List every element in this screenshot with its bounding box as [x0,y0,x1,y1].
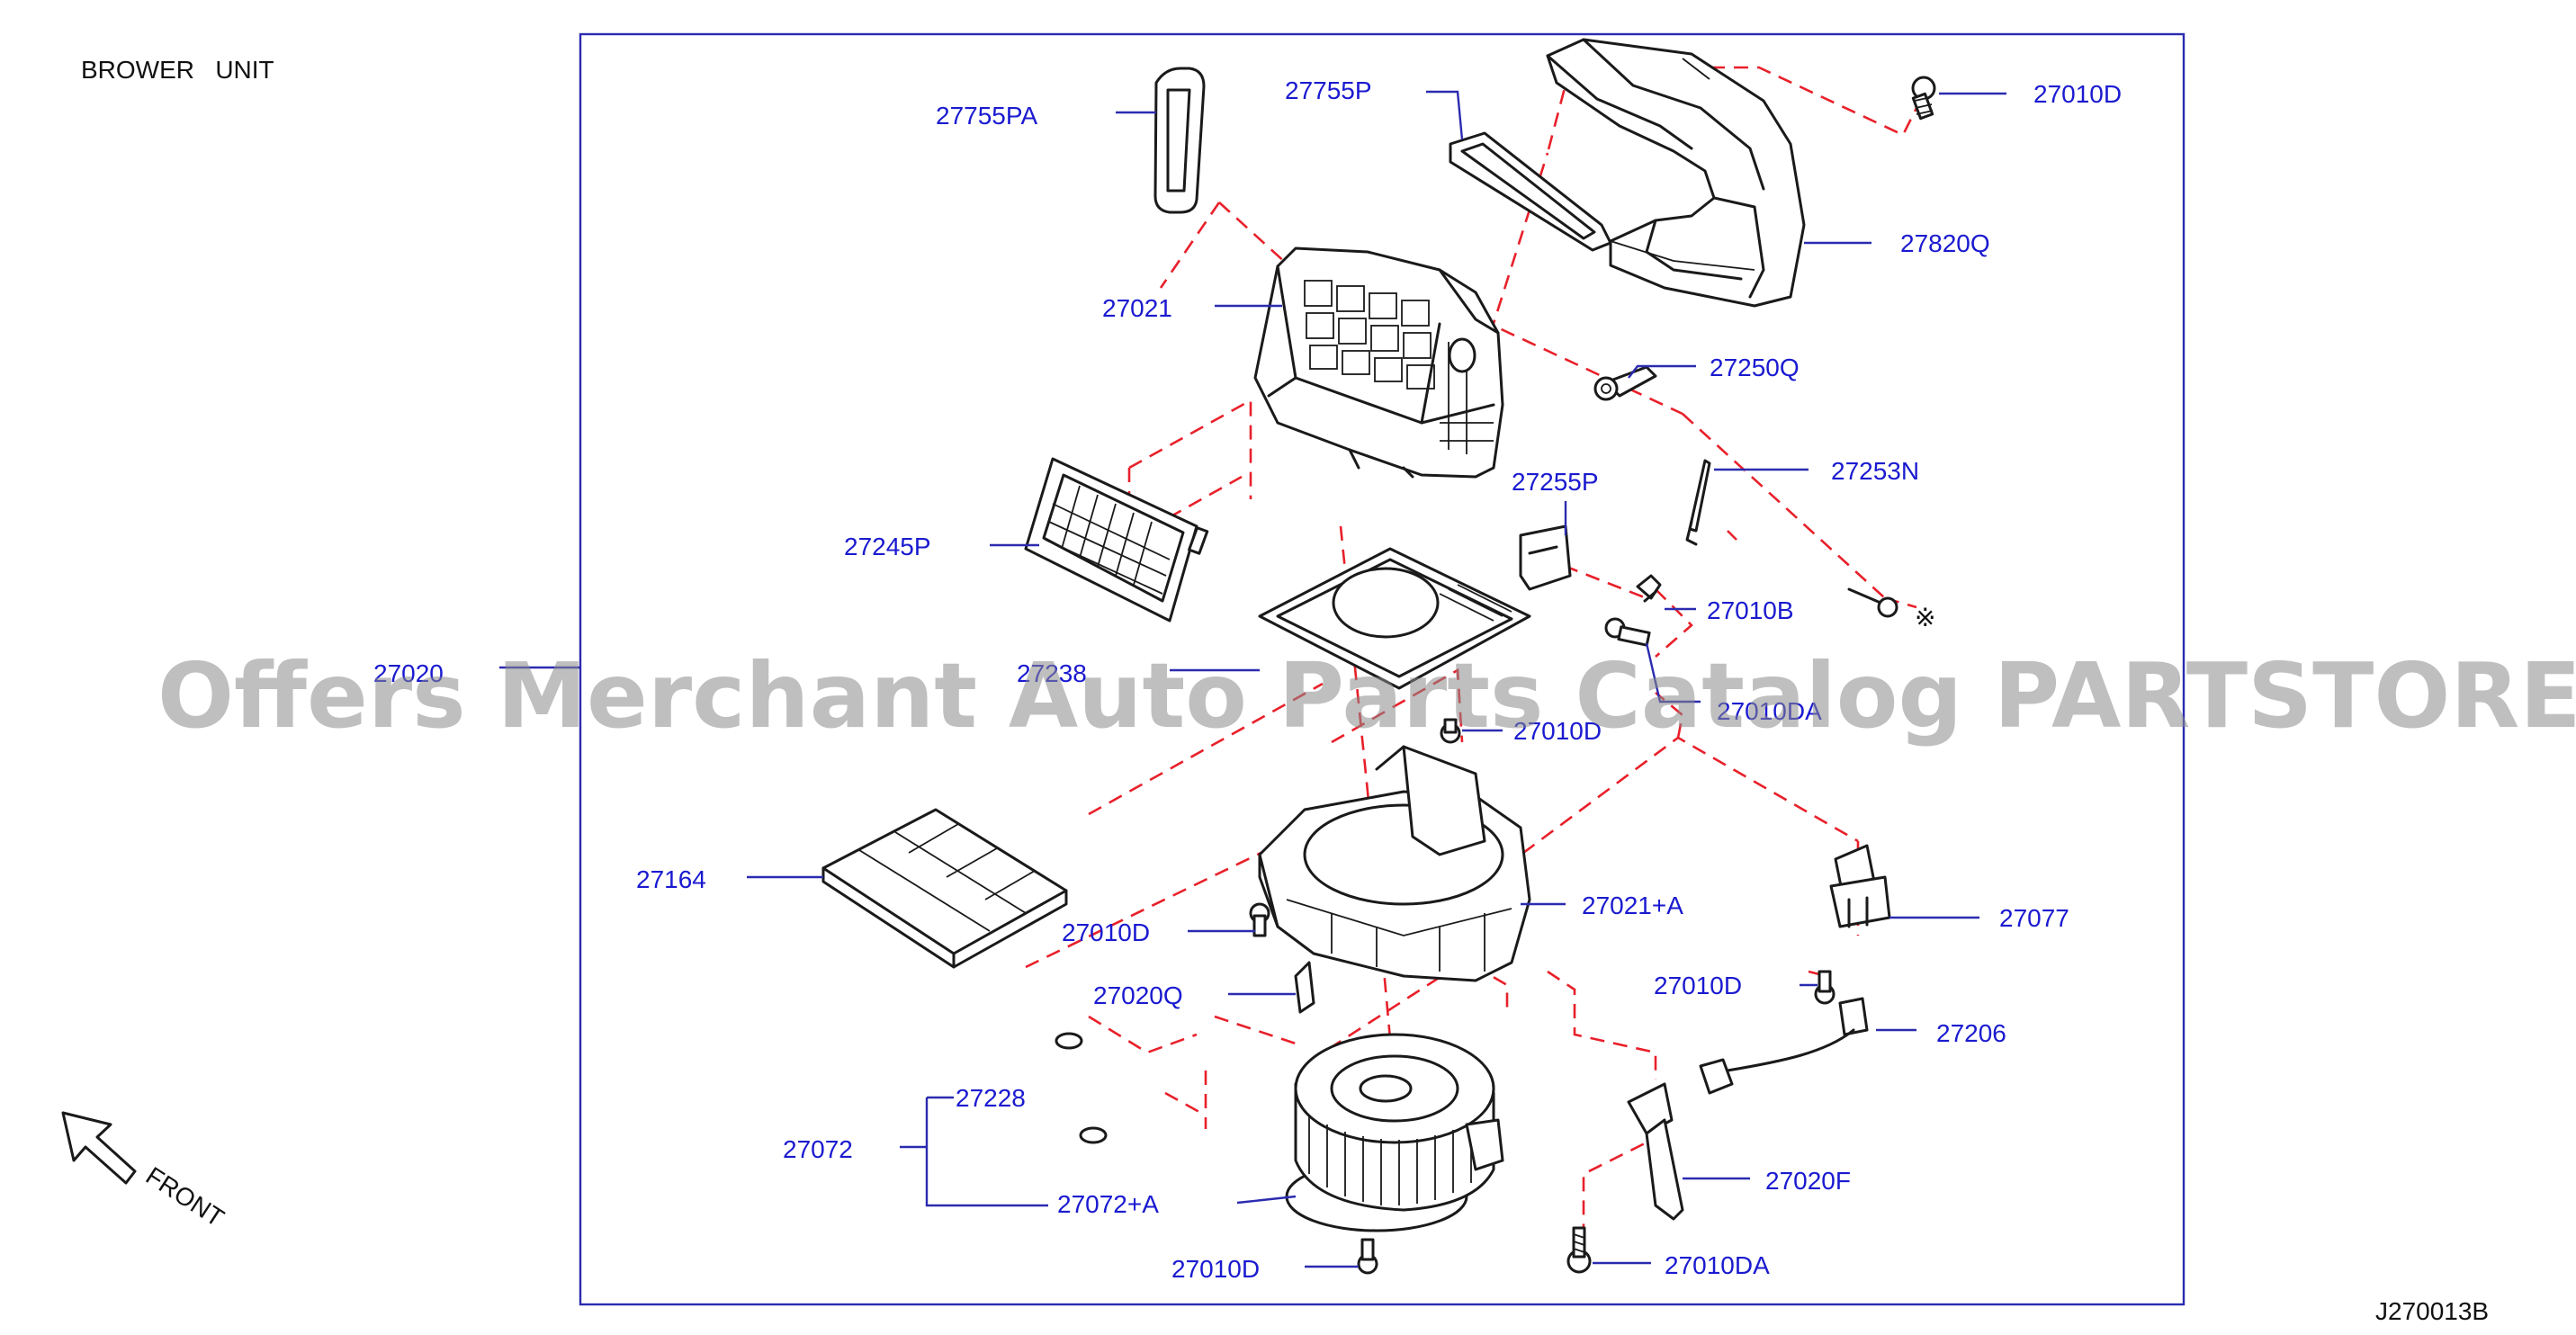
screw-plate-part [1440,718,1461,744]
part-label-27164[interactable]: 27164 [636,865,706,893]
clip-part [1636,574,1662,603]
part-label-27021A[interactable]: 27021+A [1582,891,1683,919]
motor-bracket-part [1627,1082,1684,1221]
cover-plate-part [1258,547,1531,690]
part-label-27072A[interactable]: 27072+A [1057,1190,1159,1218]
part-label-27755P[interactable]: 27755P [1285,76,1372,104]
part-label-27010D-top[interactable]: 27010D [2033,80,2122,108]
screw-motor-part [1357,1238,1378,1275]
part-label-27010D-housing[interactable]: 27010D [1062,918,1150,946]
part-label-27021[interactable]: 27021 [1102,294,1172,322]
bolt-bottom-part [1566,1226,1592,1274]
part-label-27020F[interactable]: 27020F [1765,1167,1851,1195]
front-label: FRONT [141,1161,229,1232]
wire-harness-part [1699,997,1869,1095]
watermark-text: Offers Merchant Auto Parts Catalog PARTS… [157,643,2576,748]
bracket-part [1519,524,1572,591]
part-label-27250Q[interactable]: 27250Q [1710,354,1800,381]
screw-top-part [1911,76,1936,121]
diagram-frame [579,32,2186,1306]
leader-lines [499,90,2006,1268]
part-label-27255P[interactable]: 27255P [1512,468,1599,496]
part-label-27228[interactable]: 27228 [956,1084,1026,1112]
part-label-27072[interactable]: 27072 [783,1135,853,1163]
resistor-part [1829,844,1891,928]
filter-frame-part [1024,457,1209,623]
part-label-27253N[interactable]: 27253N [1831,457,1919,485]
link-rod-part [1685,459,1711,546]
note-asterisk: ※ [1915,604,1935,632]
front-arrow-icon [61,1111,137,1185]
actuator-lever-part [1593,365,1657,401]
part-label-27020[interactable]: 27020 [373,659,444,687]
part-label-27010DA-mid[interactable]: 27010DA [1717,697,1822,725]
part-label-27010DA-bottom[interactable]: 27010DA [1665,1251,1770,1279]
screw-right-part [1847,587,1898,618]
part-label-27206[interactable]: 27206 [1936,1019,2006,1047]
small-clip-part [1294,961,1315,1014]
drawing-code: J270013B [2375,1297,2489,1325]
screw-housing-part [1249,902,1270,937]
diagram-title: BROWER UNIT [81,56,274,84]
part-label-27238[interactable]: 27238 [1017,659,1087,687]
cabin-filter-part [821,808,1068,969]
front-direction-indicator: FRONT [61,1111,229,1232]
part-label-27010B[interactable]: 27010B [1707,596,1794,624]
part-label-27010D-motor[interactable]: 27010D [1171,1255,1260,1283]
upper-housing-part [1253,246,1504,479]
gasket-part [1449,131,1612,252]
part-label-27820Q[interactable]: 27820Q [1900,229,1990,257]
screw-resistor-part [1814,970,1836,1005]
bolt-mid-part [1604,617,1651,647]
part-label-27010D-resistor[interactable]: 27010D [1654,972,1742,999]
part-label-27077[interactable]: 27077 [1999,904,2069,932]
part-label-27010D-plate[interactable]: 27010D [1513,717,1602,745]
cooling-hose-part [1055,1032,1108,1144]
part-label-27245P[interactable]: 27245P [844,533,931,560]
intake-duct-part [1546,38,1806,308]
part-labels: 27755PA 27755P 27010D 27820Q 27021 27250… [373,76,2122,1283]
part-label-27020Q[interactable]: 27020Q [1093,981,1183,1009]
part-label-27755PA[interactable]: 27755PA [936,102,1037,130]
lower-housing-part [1258,745,1531,982]
seal-ring-part [1153,67,1206,214]
blower-motor-part [1285,1033,1504,1232]
